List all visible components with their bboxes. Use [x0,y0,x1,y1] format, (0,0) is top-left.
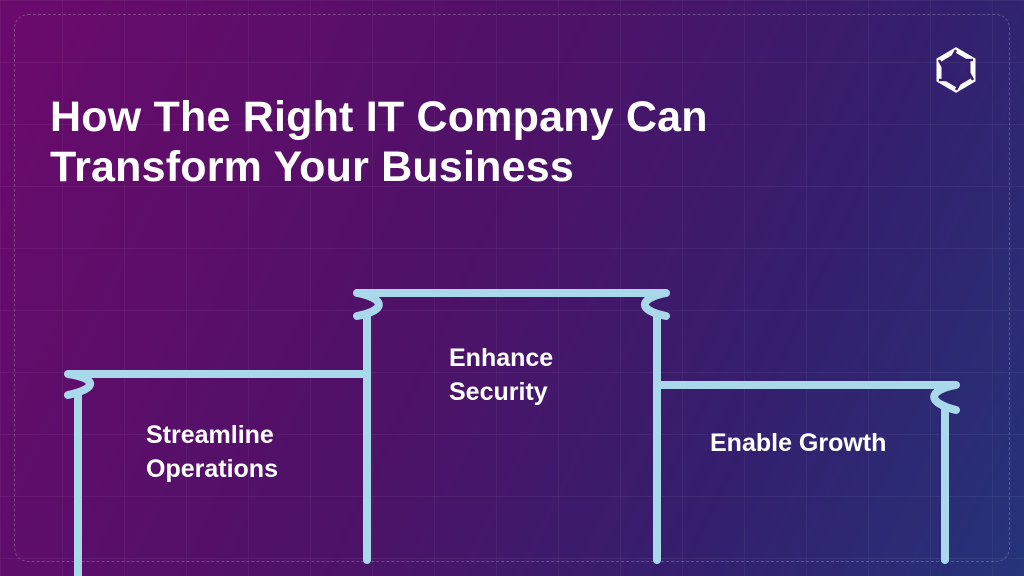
step-label-line: Security [449,378,548,406]
step-label-enable-growth: Enable Growth [710,426,886,460]
step-label-line: Streamline [146,421,274,449]
title-line-2: Transform Your Business [50,143,574,191]
dashed-frame [14,14,1010,562]
step-label-line: Enable Growth [710,429,887,457]
step-middle-outline [353,289,670,564]
title-line-1: How The Right IT Company Can [50,93,708,141]
step-left-outline [64,370,370,576]
step-right-outline [653,381,960,564]
step-label-line: Operations [146,455,278,483]
aperture-logo-icon [936,47,976,93]
step-label-line: Enhance [449,344,554,372]
